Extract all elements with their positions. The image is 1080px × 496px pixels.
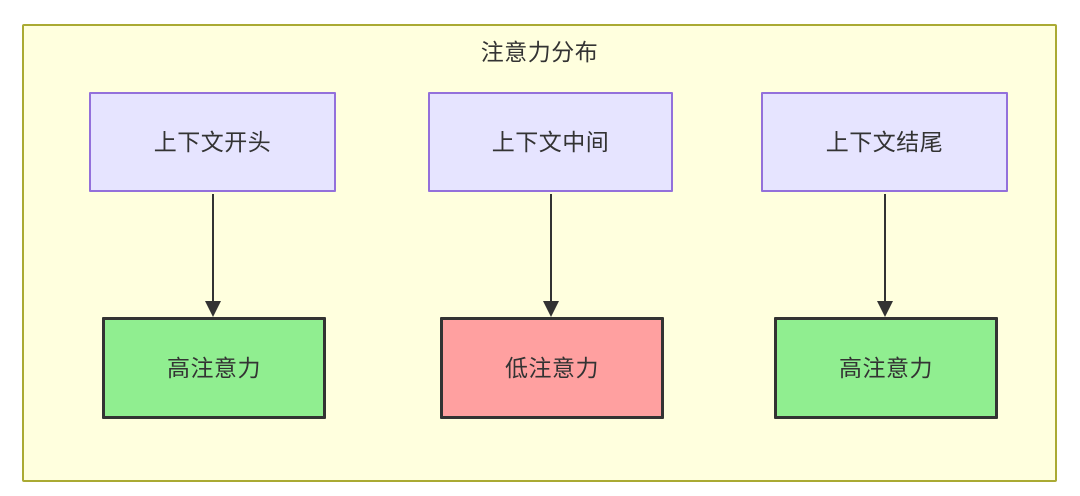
node-attn-1-label: 高注意力	[167, 354, 261, 381]
node-attn-1[interactable]: 高注意力	[102, 317, 326, 419]
subgraph-title: 注意力分布	[480, 39, 599, 65]
node-ctx-middle[interactable]: 上下文中间	[428, 92, 673, 192]
node-attn-3[interactable]: 高注意力	[774, 317, 998, 419]
node-ctx-start-label: 上下文开头	[153, 128, 272, 155]
node-attn-2[interactable]: 低注意力	[440, 317, 664, 419]
node-ctx-start[interactable]: 上下文开头	[89, 92, 336, 192]
node-ctx-end-label: 上下文结尾	[825, 128, 944, 155]
node-ctx-end[interactable]: 上下文结尾	[761, 92, 1008, 192]
node-ctx-middle-label: 上下文中间	[491, 128, 610, 155]
node-attn-2-label: 低注意力	[505, 354, 599, 381]
node-attn-3-label: 高注意力	[839, 354, 933, 381]
